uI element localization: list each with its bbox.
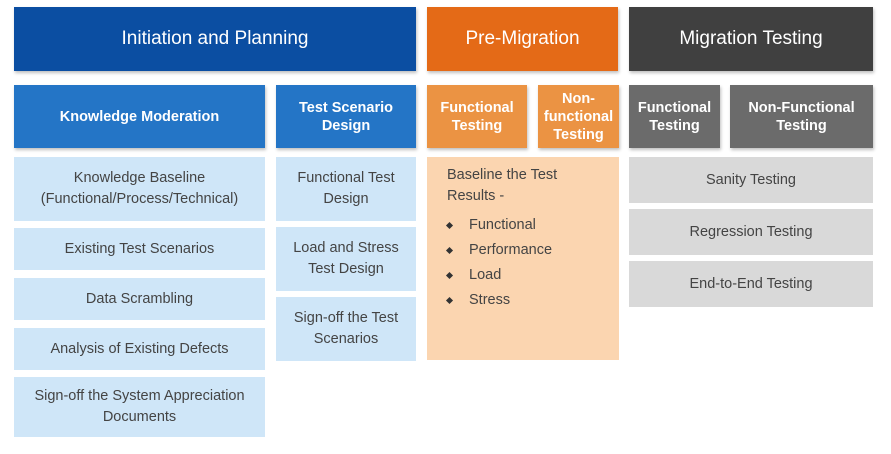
knowledge-item-label: Knowledge Baseline (Functional/Process/T… xyxy=(40,170,239,207)
baseline-list-item: Performance xyxy=(445,238,609,263)
scenario-item-label: Load and Stress Test Design xyxy=(293,240,399,277)
baseline-item-label: Functional xyxy=(469,217,536,233)
knowledge-item: Sign-off the System Appreciation Documen… xyxy=(14,377,265,437)
scenario-item: Sign-off the Test Scenarios xyxy=(276,297,416,361)
knowledge-item: Existing Test Scenarios xyxy=(14,228,265,270)
diamond-bullet-icon xyxy=(445,296,454,305)
migration-item: End-to-End Testing xyxy=(629,261,873,307)
diamond-bullet-icon xyxy=(445,221,454,230)
scenario-item-label: Functional Test Design xyxy=(297,170,395,207)
scenario-item: Functional Test Design xyxy=(276,157,416,221)
knowledge-item: Knowledge Baseline (Functional/Process/T… xyxy=(14,157,265,221)
subheader-label: Functional Testing xyxy=(440,99,514,134)
phase-header-migration: Migration Testing xyxy=(629,7,873,71)
knowledge-item: Analysis of Existing Defects xyxy=(14,328,265,370)
baseline-list: Functional Performance Load Stress xyxy=(445,213,609,313)
migration-item-label: Regression Testing xyxy=(689,223,813,240)
phase-title-initiation: Initiation and Planning xyxy=(121,28,309,49)
knowledge-item-label: Sign-off the System Appreciation Documen… xyxy=(34,388,245,425)
subheader-test-scenario-design: Test Scenario Design xyxy=(276,85,416,148)
diamond-bullet-icon xyxy=(445,271,454,280)
migration-item: Regression Testing xyxy=(629,209,873,255)
knowledge-item: Data Scrambling xyxy=(14,278,265,320)
baseline-box: Baseline the Test Results - Functional P… xyxy=(427,157,619,360)
knowledge-item-label: Data Scrambling xyxy=(85,290,194,307)
baseline-item-label: Stress xyxy=(469,292,511,308)
phase-title-premigration: Pre-Migration xyxy=(465,28,580,49)
baseline-item-label: Load xyxy=(469,267,502,283)
baseline-item-label: Performance xyxy=(469,242,553,258)
subheader-premigration-functional: Functional Testing xyxy=(427,85,527,148)
phase-title-migration: Migration Testing xyxy=(679,28,823,49)
subheader-label: Non-Functional Testing xyxy=(748,99,855,134)
migration-item: Sanity Testing xyxy=(629,157,873,203)
subheader-migration-nonfunctional: Non-Functional Testing xyxy=(730,85,873,148)
knowledge-item-label: Analysis of Existing Defects xyxy=(50,340,229,357)
scenario-item: Load and Stress Test Design xyxy=(276,227,416,291)
migration-item-label: Sanity Testing xyxy=(705,171,796,188)
baseline-intro: Baseline the Test Results - xyxy=(447,167,558,204)
subheader-knowledge-moderation: Knowledge Moderation xyxy=(14,85,265,148)
baseline-list-item: Functional xyxy=(445,213,609,238)
diamond-bullet-icon xyxy=(445,246,454,255)
subheader-migration-functional: Functional Testing xyxy=(629,85,720,148)
subheader-label: Knowledge Moderation xyxy=(59,108,220,125)
subheader-label: Non-functional Testing xyxy=(543,90,614,143)
subheader-label: Functional Testing xyxy=(637,99,712,134)
scenario-item-label: Sign-off the Test Scenarios xyxy=(293,310,399,347)
knowledge-item-label: Existing Test Scenarios xyxy=(64,240,215,257)
phase-header-premigration: Pre-Migration xyxy=(427,7,618,71)
subheader-premigration-nonfunctional: Non-functional Testing xyxy=(538,85,619,148)
baseline-list-item: Load xyxy=(445,263,609,288)
subheader-label: Test Scenario Design xyxy=(298,99,394,134)
phase-header-initiation: Initiation and Planning xyxy=(14,7,416,71)
migration-item-label: End-to-End Testing xyxy=(689,275,813,292)
baseline-list-item: Stress xyxy=(445,288,609,313)
